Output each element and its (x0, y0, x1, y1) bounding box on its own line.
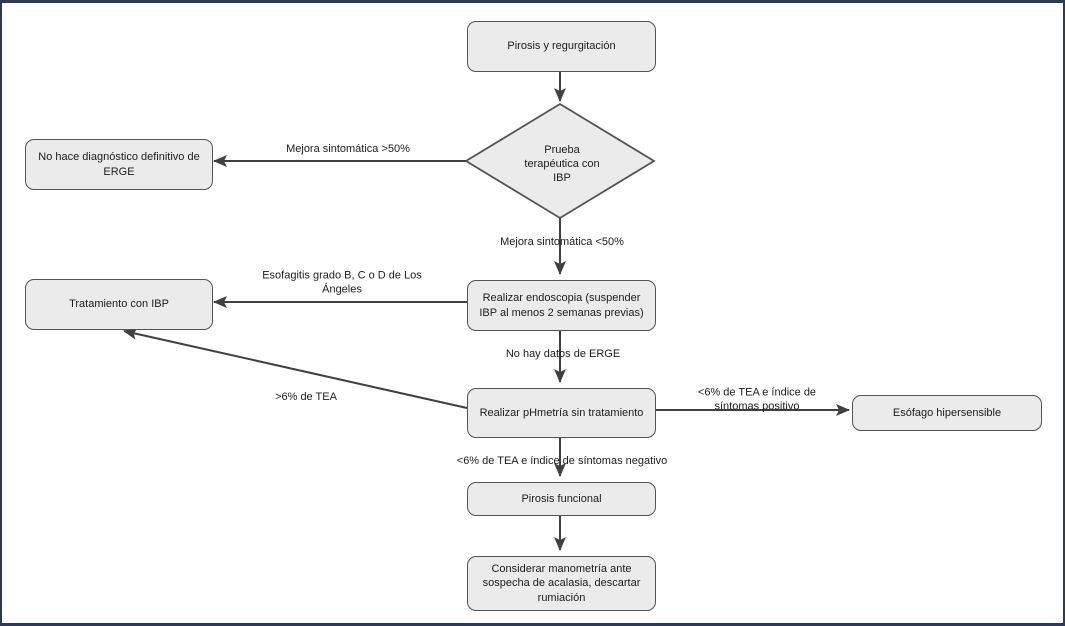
edge-label-tea-mayor-6: >6% de TEA (275, 390, 337, 403)
node-prueba-terapeutica: Prueba terapéutica con IBP (524, 143, 600, 185)
node-esofago-hipersensible: Esófago hipersensible (852, 395, 1042, 431)
edge-label-tea-negativo: <6% de TEA e índice de síntomas negativo (456, 454, 668, 467)
node-tratamiento-ibp: Tratamiento con IBP (25, 279, 213, 330)
edge-label-mejora-mayor-50: Mejora sintomática >50% (286, 142, 410, 155)
node-pirosis-funcional: Pirosis funcional (467, 482, 656, 516)
node-pirosis-regurgitacion: Pirosis y regurgitación (467, 21, 656, 72)
edge-label-esofagitis-grados: Esofagitis grado B, C o D de Los Ángeles (262, 269, 422, 296)
node-considerar-manometria: Considerar manometría ante sospecha de a… (467, 556, 656, 611)
arrow-phmetria-to-tratamiento (123, 327, 468, 409)
edge-label-mejora-menor-50: Mejora sintomática <50% (500, 235, 624, 248)
node-no-diagnostico-erge: No hace diagnóstico definitivo de ERGE (25, 139, 213, 190)
edge-label-tea-positivo: <6% de TEA e índice de síntomas positivo (697, 386, 817, 413)
node-realizar-phmetria: Realizar pHmetría sin tratamiento (467, 388, 656, 438)
edge-label-no-datos-erge: No hay datos de ERGE (505, 347, 621, 360)
node-realizar-endoscopia: Realizar endoscopia (suspender IBP al me… (467, 280, 656, 331)
